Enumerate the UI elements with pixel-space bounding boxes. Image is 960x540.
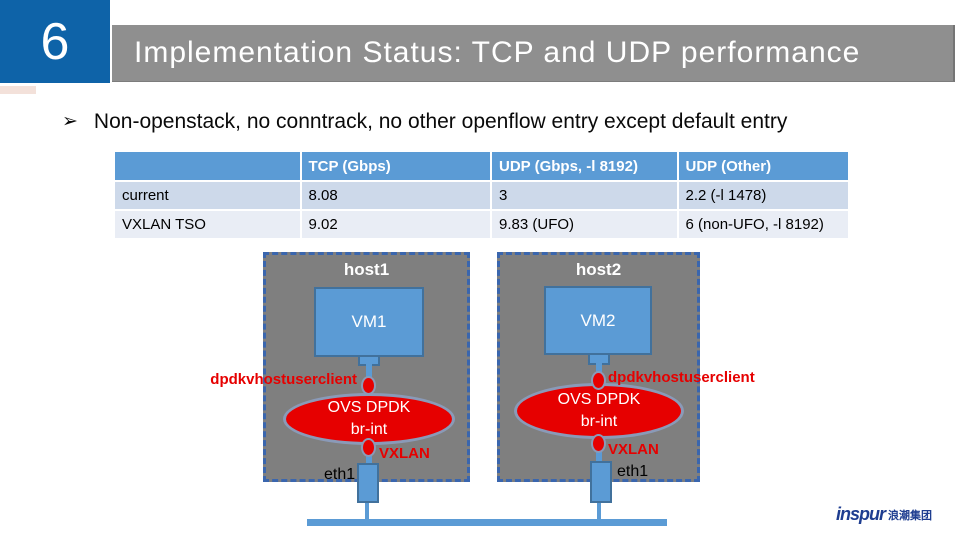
table-header-blank xyxy=(115,152,300,180)
host1-eth1-label: eth1 xyxy=(324,466,356,483)
table-row: VXLAN TSO 9.02 9.83 (UFO) 6 (non-UFO, -l… xyxy=(115,211,848,238)
table-header-tcp: TCP (Gbps) xyxy=(301,152,491,180)
host2-ovs-bridge: OVS DPDK br-int xyxy=(514,383,684,439)
page-title: Implementation Status: TCP and UDP perfo… xyxy=(134,36,861,69)
physical-network-bar xyxy=(307,519,667,526)
cell-current-tcp: 8.08 xyxy=(301,182,491,209)
table-header-row: TCP (Gbps) UDP (Gbps, -l 8192) UDP (Othe… xyxy=(115,152,848,180)
inspur-logo-cjk: 浪潮集团 xyxy=(888,509,933,522)
host1-vxlan-port-dot xyxy=(361,438,376,457)
vm2-label: VM2 xyxy=(580,310,616,330)
host2-label: host2 xyxy=(575,260,622,279)
host1-eth1-nic xyxy=(357,463,379,503)
host1-dpdkvhostuserclient-label: dpdkvhostuserclient xyxy=(210,371,357,388)
host2-box: host2 VM2 OVS DPDK br-int VXLAN eth1 xyxy=(497,252,700,503)
host2-uplink-line xyxy=(597,498,601,522)
accent-strip xyxy=(0,86,36,94)
page-number-box: 6 xyxy=(0,0,110,83)
host2-vxlan-port-dot xyxy=(591,434,606,453)
bullet-text: Non-openstack, no conntrack, no other op… xyxy=(93,110,788,133)
bridge-line2: br-int xyxy=(580,413,618,430)
host2-vhost-port-dot xyxy=(591,371,606,390)
host2-vxlan-label: VXLAN xyxy=(608,441,659,458)
host1-vhost-port-dot xyxy=(361,376,376,395)
host2-eth1-nic xyxy=(590,461,612,503)
bridge-line2: br-int xyxy=(350,421,388,438)
bullet-arrow-icon: ➢ xyxy=(62,111,78,132)
cell-current-udp-other: 2.2 (-l 1478) xyxy=(678,182,848,209)
inspur-logo-text: inspur xyxy=(836,504,886,524)
cell-vxlan-tcp: 9.02 xyxy=(301,211,491,238)
host1-label: host1 xyxy=(343,260,390,279)
bridge-line1: OVS DPDK xyxy=(557,391,641,409)
table-header-udp-other: UDP (Other) xyxy=(678,152,848,180)
host1-box: host1 VM1 OVS DPDK br-int VXLAN eth1 xyxy=(263,252,470,503)
host1-vxlan-label: VXLAN xyxy=(379,445,430,462)
row-label-current: current xyxy=(115,182,300,209)
row-label-vxlan-tso: VXLAN TSO xyxy=(115,211,300,238)
cell-current-udp-8192: 3 xyxy=(492,182,677,209)
page-number: 6 xyxy=(40,12,70,71)
host2-eth1-label: eth1 xyxy=(617,463,649,480)
cell-vxlan-udp-other: 6 (non-UFO, -l 8192) xyxy=(678,211,848,238)
title-bar: Implementation Status: TCP and UDP perfo… xyxy=(112,25,955,82)
vm2-box: VM2 xyxy=(544,286,652,355)
host2-dpdkvhostuserclient-label: dpdkvhostuserclient xyxy=(608,369,755,386)
bridge-line1: OVS DPDK xyxy=(327,399,411,417)
vm1-label: VM1 xyxy=(351,312,387,331)
performance-table: TCP (Gbps) UDP (Gbps, -l 8192) UDP (Othe… xyxy=(113,150,850,240)
table-row: current 8.08 3 2.2 (-l 1478) xyxy=(115,182,848,209)
bullet-line: ➢ Non-openstack, no conntrack, no other … xyxy=(62,110,922,134)
host1-uplink-line xyxy=(365,498,369,522)
inspur-logo: inspur 浪潮集团 xyxy=(836,504,932,525)
cell-vxlan-udp-8192: 9.83 (UFO) xyxy=(492,211,677,238)
vm1-box: VM1 xyxy=(314,287,424,357)
table-header-udp-8192: UDP (Gbps, -l 8192) xyxy=(492,152,677,180)
